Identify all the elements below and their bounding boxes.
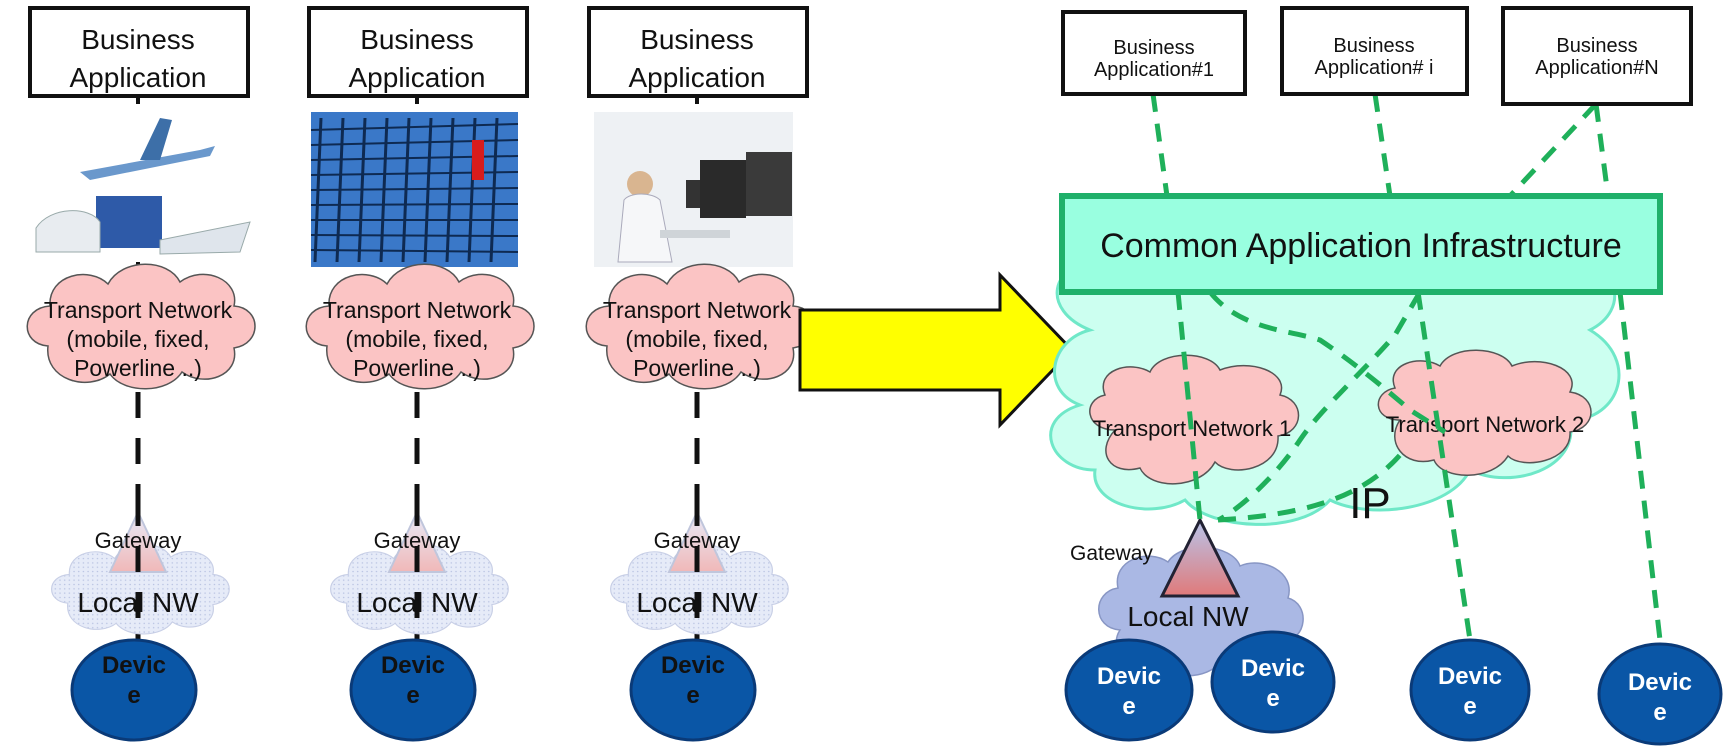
common-infrastructure-box: Common Application Infrastructure: [1059, 193, 1663, 295]
business-application-n-line2: Application#N: [1535, 57, 1658, 79]
transport-network-line2: (mobile, fixed,: [345, 326, 488, 352]
business-application-i-box: Business Application# i: [1280, 6, 1469, 96]
transport-vehicles-image: [35, 112, 251, 262]
device-4-line2: e: [1653, 699, 1666, 726]
device-line2: e: [686, 682, 699, 709]
device-2-line1: Devic: [1241, 655, 1305, 682]
device-1-line2: e: [1122, 693, 1135, 720]
ip-label: IP: [1349, 479, 1391, 528]
business-application-i-line1: Business: [1333, 35, 1414, 57]
device: Devic e: [629, 638, 757, 742]
gateway-label: Gateway: [374, 528, 461, 553]
device: Devic e: [70, 638, 198, 742]
device-line2: e: [406, 682, 419, 709]
transport-network-line2: (mobile, fixed,: [625, 326, 768, 352]
device-1-line1: Devic: [1097, 663, 1161, 690]
business-application-i-line2: Application# i: [1315, 57, 1434, 79]
business-application-n-box: Business Application#N: [1501, 6, 1693, 106]
device-line1: Devic: [381, 652, 445, 679]
business-application-1-box: Business Application#1: [1061, 10, 1247, 96]
transport-network-line3: Powerline ..): [353, 355, 481, 381]
transport-network-line1: Transport Network: [603, 297, 792, 323]
device-3: Devic e: [1409, 638, 1531, 742]
local-nw-label: Local NW: [1127, 601, 1249, 632]
device-3-line1: Devic: [1438, 663, 1502, 690]
business-application-line1: Business: [81, 24, 195, 55]
transport-network-line2: (mobile, fixed,: [66, 326, 209, 352]
transport-network-1-cloud: Transport Network 1: [1089, 354, 1300, 485]
gateway-label: Gateway: [1070, 542, 1153, 565]
local-nw-label: Local NW: [356, 587, 478, 618]
device-1: Devic e: [1064, 638, 1194, 742]
medical-workstation-image: [594, 112, 793, 267]
gateway-label: Gateway: [654, 528, 741, 553]
device-3-line2: e: [1463, 693, 1476, 720]
business-application-line1: Business: [360, 24, 474, 55]
local-nw-label: Local NW: [77, 587, 199, 618]
gateway-icon: [1159, 516, 1241, 598]
transport-network-line1: Transport Network: [44, 297, 233, 323]
business-application-line1: Business: [640, 24, 754, 55]
business-application-1-line1: Business: [1113, 37, 1194, 59]
dashed-links: [1150, 93, 1663, 641]
device-2-line2: e: [1266, 685, 1279, 712]
local-nw-label: Local NW: [636, 587, 758, 618]
device-4-line1: Devic: [1628, 669, 1692, 696]
device-line1: Devic: [102, 652, 166, 679]
converged-architecture: Transport Network 1 Transport Network 2 …: [1049, 6, 1723, 746]
business-application-line2: Application: [629, 62, 766, 93]
right-arrow-icon: [798, 271, 1075, 429]
powerline-substation-image: [310, 112, 519, 267]
device-4: Devic e: [1597, 642, 1723, 746]
business-application-1-line2: Application#1: [1094, 59, 1214, 81]
common-infrastructure-label: Common Application Infrastructure: [1100, 227, 1622, 265]
business-application-line2: Application: [70, 62, 207, 93]
device-line2: e: [127, 682, 140, 709]
transport-network-line1: Transport Network: [323, 297, 512, 323]
device-2: Devic e: [1210, 630, 1336, 734]
device-line1: Devic: [661, 652, 725, 679]
transport-network-line3: Powerline ..): [633, 355, 761, 381]
device: Devic e: [349, 638, 477, 742]
gateway-label: Gateway: [95, 528, 182, 553]
business-application-n-line1: Business: [1556, 35, 1637, 57]
business-application-line2: Application: [349, 62, 486, 93]
transport-network-line3: Powerline ..): [74, 355, 202, 381]
